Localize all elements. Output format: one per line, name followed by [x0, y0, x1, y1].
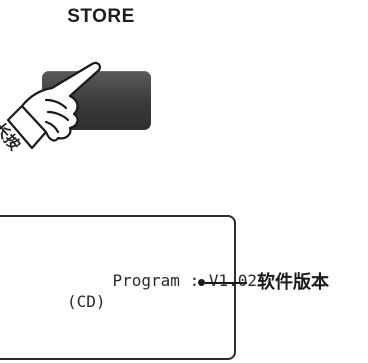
callout-pointer-line — [205, 282, 247, 284]
finger-press-icon — [6, 61, 101, 150]
lcd-program-version-text: Program : V1.02 — [112, 271, 258, 290]
callout-pointer-dot — [198, 279, 205, 286]
lcd-display — [0, 215, 236, 360]
store-button-title: STORE — [67, 6, 135, 27]
lcd-cd-text: (CD) — [67, 292, 106, 311]
software-version-callout-label: 软件版本 — [257, 272, 329, 293]
